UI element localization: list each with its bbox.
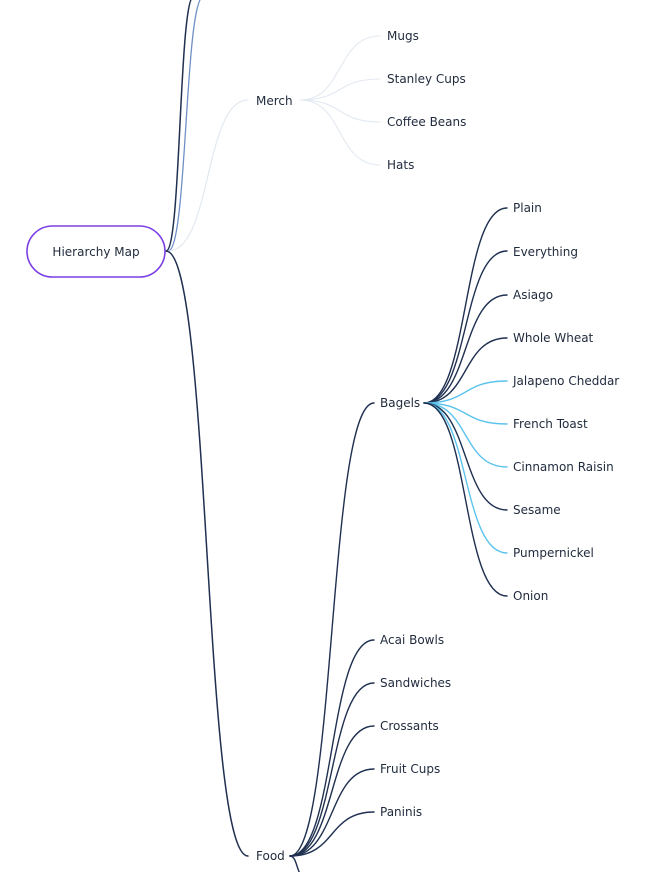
connector-food-child-4 (289, 768, 375, 857)
node-acai-bowls[interactable]: Acai Bowls (380, 633, 444, 647)
connector-root-food (165, 250, 249, 857)
connector-food-child-0 (289, 402, 375, 857)
root-node-label: Hierarchy Map (52, 245, 139, 259)
connector-merch-child-3 (299, 99, 381, 166)
connector-bagels-variety-1 (423, 250, 508, 404)
connector-bagels-variety-5 (423, 402, 508, 425)
node-paninis[interactable]: Paninis (380, 805, 422, 819)
connector-root-merch (167, 99, 249, 252)
node-food[interactable]: Food (256, 849, 285, 863)
node-french-toast[interactable]: French Toast (513, 417, 588, 431)
node-fruit-cups[interactable]: Fruit Cups (380, 762, 440, 776)
connector-bagels-variety-4 (423, 380, 508, 404)
connector-food-child-3 (289, 725, 375, 857)
node-pumpernickel[interactable]: Pumpernickel (513, 546, 594, 560)
connector-bagels-variety-7 (423, 402, 508, 511)
node-everything[interactable]: Everything (513, 245, 578, 259)
root-node-box[interactable] (26, 225, 166, 278)
connector-bagels-variety-8 (423, 402, 508, 554)
node-jalapeno-cheddar[interactable]: Jalapeno Cheddar (512, 374, 619, 388)
connector-bagels-variety-3 (423, 337, 508, 404)
connector-merch-child-0 (299, 35, 381, 101)
node-whole-wheat[interactable]: Whole Wheat (513, 331, 594, 345)
connector-food-child-5 (289, 811, 375, 857)
node-cinnamon-raisin[interactable]: Cinnamon Raisin (513, 460, 614, 474)
node-crossants[interactable]: Crossants (380, 719, 439, 733)
connector-merch-child-1 (299, 78, 381, 101)
node-coffee-beans[interactable]: Coffee Beans (387, 115, 466, 129)
node-plain[interactable]: Plain (513, 201, 542, 215)
node-stanley-cups[interactable]: Stanley Cups (387, 72, 466, 86)
connector-bagels-variety-9 (423, 402, 508, 597)
node-hats[interactable]: Hats (387, 158, 414, 172)
node-onion[interactable]: Onion (513, 589, 548, 603)
connector-root-offscreen-2 (167, 0, 201, 252)
connector-bagels-variety-6 (423, 402, 508, 468)
connector-food-child-1 (289, 639, 375, 857)
root-node[interactable]: Hierarchy Map (26, 225, 166, 278)
node-sesame[interactable]: Sesame (513, 503, 561, 517)
node-merch[interactable]: Merch (256, 94, 293, 108)
node-sandwiches[interactable]: Sandwiches (380, 676, 451, 690)
connector-food-child-2 (289, 682, 375, 857)
node-bagels[interactable]: Bagels (380, 396, 420, 410)
connector-merch-child-2 (299, 99, 381, 123)
connector-food-offscreen (289, 855, 301, 872)
node-asiago[interactable]: Asiago (513, 288, 553, 302)
connector-layer (165, 0, 508, 872)
connector-bagels-variety-0 (423, 207, 508, 404)
connector-bagels-variety-2 (423, 294, 508, 404)
node-mugs[interactable]: Mugs (387, 29, 419, 43)
connector-root-offscreen-1 (165, 0, 192, 252)
